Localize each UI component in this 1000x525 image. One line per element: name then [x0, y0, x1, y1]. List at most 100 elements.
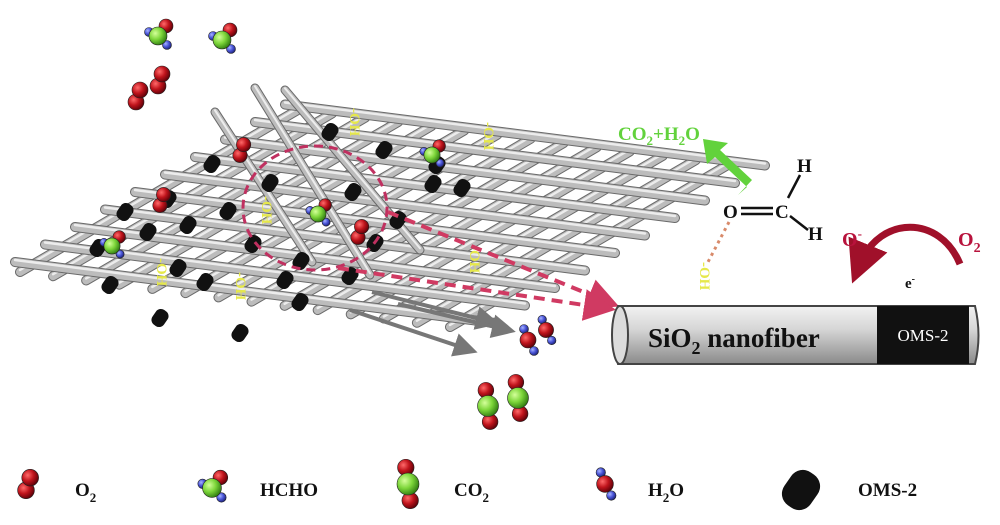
product-o: O	[685, 124, 700, 145]
oms2-particle	[244, 234, 262, 254]
product-plus-h: +H	[653, 124, 679, 145]
hcho-molecule	[197, 469, 229, 503]
electron-transfer: O- O2 e-	[842, 223, 981, 292]
mesh-adsorbed-molecules	[99, 137, 446, 259]
product-co2: CO	[618, 124, 647, 145]
product-label: CO2+H2O	[618, 124, 700, 148]
free-gas-molecules	[127, 18, 557, 430]
mesh-fiber-row	[130, 187, 620, 258]
product-co2-sub: 2	[647, 133, 654, 148]
o2-molecule	[149, 65, 171, 95]
hcho-molecule	[144, 18, 174, 50]
mesh-fiber-row	[280, 99, 770, 171]
oxygen-atom	[236, 137, 252, 153]
atom-h-top: H	[797, 156, 812, 177]
o2-molecule-icon	[17, 469, 39, 499]
mesh-oh-label: -OH	[480, 122, 496, 151]
mesh-fiber-row	[70, 222, 560, 293]
o2-label: O2	[958, 229, 981, 256]
oxygen-atom	[519, 331, 537, 349]
legend-label-h2o: H2O	[648, 480, 684, 505]
oms2-particle	[292, 251, 310, 271]
o2-molecule	[152, 187, 172, 213]
oms2-particle	[196, 272, 214, 292]
nanofiber-label-sub: 2	[692, 338, 701, 358]
hydrogen-atom	[115, 249, 125, 259]
mesh-fiber-row	[160, 169, 650, 241]
electron-label: e-	[905, 274, 915, 292]
carbon-atom	[423, 146, 441, 164]
magnification-circle	[241, 144, 389, 272]
co2-molecule-icon	[396, 458, 420, 510]
hydrogen-atom	[547, 335, 557, 346]
hydrogen-atom	[529, 346, 539, 356]
formaldehyde-molecule: O C H H	[723, 156, 823, 245]
oms2-particle	[116, 202, 134, 222]
hydrogen-atom	[162, 40, 172, 50]
product-green-arrow	[703, 139, 752, 195]
legend-label-oms2: OMS-2	[858, 480, 917, 501]
oxygen-atom	[596, 475, 614, 493]
oms2-coating-label: OMS-2	[897, 326, 948, 345]
oms2-particle	[321, 122, 339, 142]
co2-molecule	[507, 374, 529, 422]
mesh-oh-label: -OH	[346, 108, 362, 137]
carbon-atom	[202, 478, 222, 498]
mesh-fiber-diagonal	[250, 83, 375, 280]
atom-h-bottom: H	[808, 224, 823, 245]
hydrogen-atom	[216, 492, 227, 503]
oxygen-atom	[354, 219, 370, 235]
o2-molecule	[232, 137, 252, 163]
mesh-oh-label: -OH	[153, 258, 169, 287]
hcho-molecule	[99, 230, 126, 259]
mesh-oh-labels: -OH -OH -OH -OH -OH -OH	[153, 108, 496, 301]
carbon-atom	[103, 237, 121, 255]
oxygen-atom	[153, 65, 171, 83]
atom-o: O	[723, 202, 738, 223]
oms2-particle	[139, 222, 157, 242]
hydrogen-atom	[606, 490, 617, 501]
hcho-molecule-icon	[197, 469, 229, 503]
mesh-oh-label: -OH	[258, 196, 274, 225]
hcho-molecule	[305, 198, 332, 227]
oxygen-atom	[538, 322, 554, 338]
oms2-particle	[219, 201, 237, 221]
o-minus-label: O-	[842, 226, 862, 251]
hcho-molecule	[419, 139, 446, 168]
product-h2o-sub: 2	[679, 133, 686, 148]
hydrogen-bond	[706, 221, 731, 263]
oms2-particle	[179, 215, 197, 235]
oms2-particle	[291, 292, 309, 312]
oms2-particle	[276, 270, 294, 290]
legend-label-o2: O2	[75, 480, 96, 505]
oms2-particle	[453, 178, 471, 198]
oms2-particle	[344, 182, 362, 202]
hydrogen-atom	[226, 44, 236, 54]
o2-molecule	[350, 219, 370, 245]
oms2-particle	[261, 173, 279, 193]
mesh-oh-label: -OH	[232, 272, 248, 301]
zoom-arrow-bottom	[337, 266, 616, 321]
oms2-coating	[877, 306, 969, 364]
h2o-molecule	[595, 467, 617, 501]
hydrogen-atom	[435, 158, 445, 168]
zoom-arrow-top	[387, 210, 620, 310]
carbon-atom	[396, 472, 420, 496]
oxygen-atom	[131, 81, 149, 99]
oms2-particle	[341, 266, 359, 286]
oms2-particle	[375, 140, 393, 160]
fiber-oh-label: -OH	[696, 262, 712, 291]
oms2-particle	[169, 258, 187, 278]
oxygen-atom	[156, 187, 172, 203]
h2o-molecule-icon	[595, 467, 617, 501]
mesh-oh-label: -OH	[466, 245, 482, 274]
sio2-nanofiber: SiO2 nanofiber OMS-2	[611, 305, 980, 365]
carbon-atom	[212, 30, 232, 50]
oxygen-atom	[21, 469, 39, 487]
h2o-molecule	[519, 324, 539, 356]
carbon-atom	[309, 205, 327, 223]
carbon-atom	[507, 387, 529, 409]
oms2-particle	[151, 308, 169, 328]
carbon-atom	[477, 395, 499, 417]
